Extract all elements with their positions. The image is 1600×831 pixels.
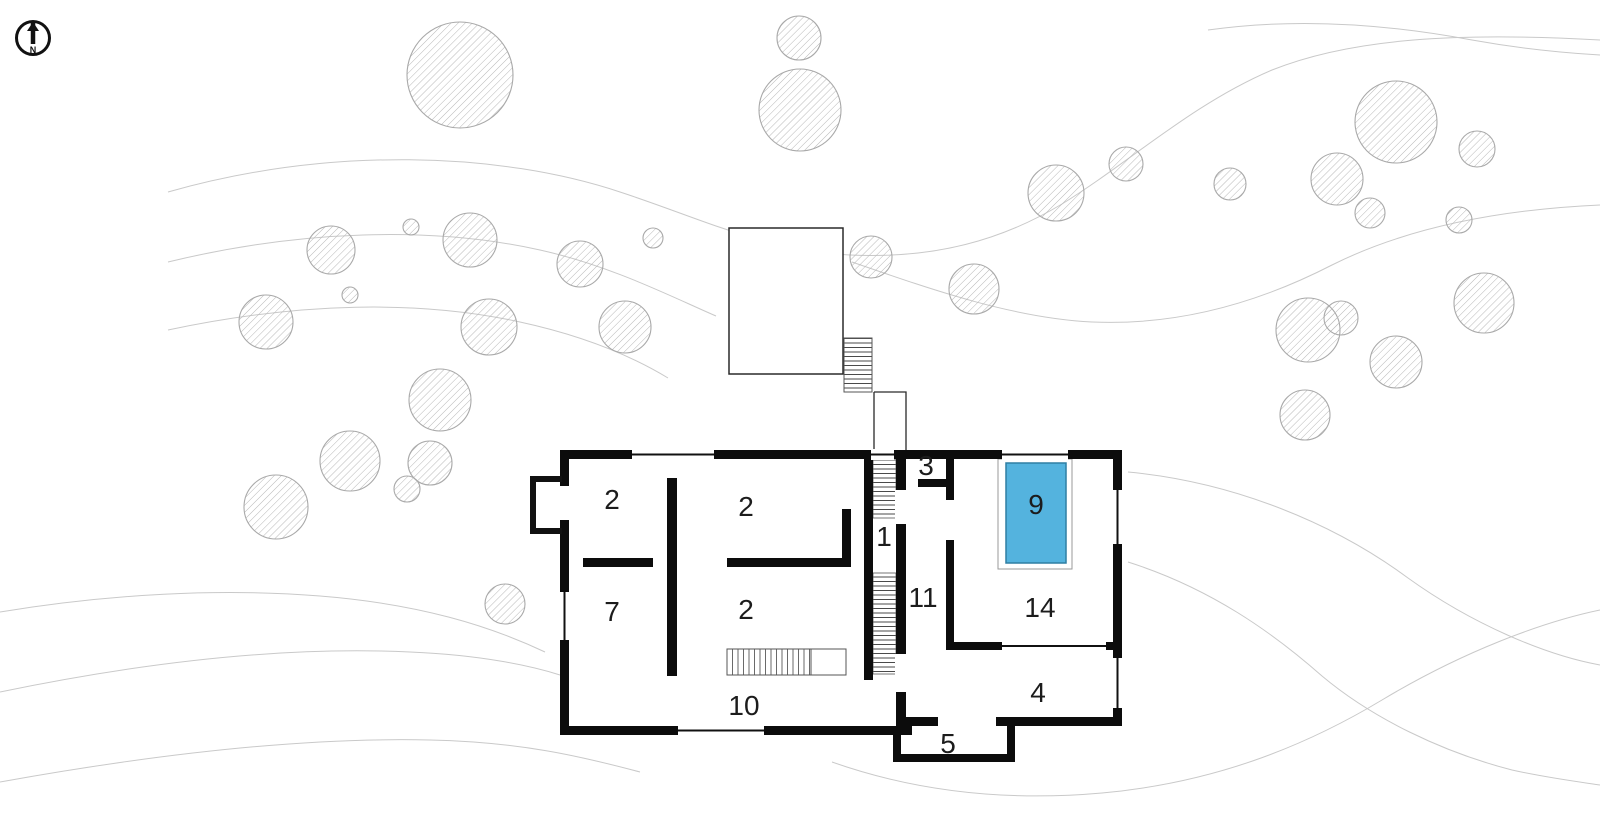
north-arrow-n-label: N xyxy=(30,45,37,55)
contour-line xyxy=(167,36,1600,256)
interior-wall-2-7 xyxy=(583,558,653,567)
tree xyxy=(556,240,604,288)
interior-wall-L-vertical xyxy=(842,509,851,567)
room5-wall-left xyxy=(893,726,901,762)
tree xyxy=(1453,272,1515,334)
room-label-2-upper-left: 2 xyxy=(604,484,620,515)
openings xyxy=(559,449,1123,736)
contour-line xyxy=(0,739,641,783)
tree xyxy=(758,68,842,152)
tree xyxy=(948,263,1000,315)
contour-line xyxy=(1207,22,1600,56)
tree xyxy=(598,300,652,354)
exterior-wall-jog xyxy=(904,717,912,735)
site-circulation xyxy=(728,227,907,450)
tree xyxy=(1310,152,1364,206)
tree xyxy=(1323,300,1359,336)
room-label-14: 14 xyxy=(1024,592,1055,623)
room-label-9: 9 xyxy=(1028,489,1044,520)
contour-line xyxy=(1127,561,1600,786)
entry-walk-fill xyxy=(874,392,906,450)
corridor11-wall-right xyxy=(946,450,954,650)
door-opening xyxy=(559,486,570,520)
bumpout-wall-left xyxy=(530,476,536,534)
tree xyxy=(406,21,514,129)
tree xyxy=(1279,389,1331,441)
tree xyxy=(1354,80,1438,164)
tree xyxy=(1027,164,1085,222)
room-label-3: 3 xyxy=(918,450,934,481)
tree xyxy=(642,227,664,249)
contour-line xyxy=(167,234,717,317)
stair-wall-left xyxy=(864,450,873,680)
tree xyxy=(442,212,498,268)
pool xyxy=(1005,462,1067,564)
tree xyxy=(319,430,381,492)
tree xyxy=(1445,206,1473,234)
tree xyxy=(1213,167,1247,201)
interior-wall-L-horizontal xyxy=(727,558,851,567)
bumpout-wall-bottom xyxy=(530,528,562,534)
room-label-2-upper-middle: 2 xyxy=(738,491,754,522)
north-arrow-head xyxy=(27,22,39,31)
north-arrow: N xyxy=(15,20,51,56)
tree xyxy=(460,298,518,356)
tree xyxy=(1458,130,1496,168)
floor-left-block xyxy=(560,450,908,735)
tree xyxy=(1108,146,1144,182)
room3-wall-bottom xyxy=(918,479,954,487)
room-label-2-lower-middle: 2 xyxy=(738,594,754,625)
trees-group xyxy=(238,15,1515,625)
exterior-wall-top-left xyxy=(560,450,908,459)
entry-walk xyxy=(873,391,907,450)
room5-wall-bottom xyxy=(893,754,1015,762)
tree xyxy=(238,294,294,350)
tree xyxy=(402,218,420,236)
room-label-11: 11 xyxy=(908,582,937,613)
room-label-1: 1 xyxy=(876,521,892,552)
exterior-steps xyxy=(843,337,873,393)
exterior-wall-right xyxy=(1113,450,1122,726)
tree xyxy=(306,225,356,275)
tree xyxy=(776,15,822,61)
contour-line xyxy=(0,650,561,693)
tree xyxy=(243,474,309,540)
room-labels-group: 2 2 3 1 9 7 2 11 14 10 4 5 xyxy=(604,450,1055,759)
tree xyxy=(1369,335,1423,389)
tree xyxy=(341,286,359,304)
house-plan xyxy=(530,449,1123,764)
contour-line xyxy=(831,609,1600,797)
stair-lower-flight xyxy=(872,572,897,675)
interior-wall-divider xyxy=(667,478,677,676)
exterior-wall-bottom-right xyxy=(904,717,1122,726)
door-opening xyxy=(945,500,955,540)
bumpout-wall-top xyxy=(530,476,562,482)
tree xyxy=(849,235,893,279)
room-label-4: 4 xyxy=(1030,677,1046,708)
tree xyxy=(1354,197,1386,229)
room-label-10: 10 xyxy=(728,690,759,721)
tree xyxy=(408,368,472,432)
contour-line xyxy=(0,592,546,653)
door-opening xyxy=(938,716,996,727)
tree xyxy=(407,440,453,486)
room5-wall-right xyxy=(1007,726,1015,762)
contour-line xyxy=(1127,471,1600,666)
tree xyxy=(484,583,526,625)
driveway xyxy=(728,227,844,375)
tree xyxy=(393,475,421,503)
room-label-7: 7 xyxy=(604,596,620,627)
door-opening xyxy=(895,654,907,692)
door-opening xyxy=(895,490,907,524)
stair-wall-right xyxy=(896,450,906,726)
room-label-5: 5 xyxy=(940,728,956,759)
stair-upper-flight xyxy=(872,454,897,519)
builtin-hatch xyxy=(726,648,812,676)
